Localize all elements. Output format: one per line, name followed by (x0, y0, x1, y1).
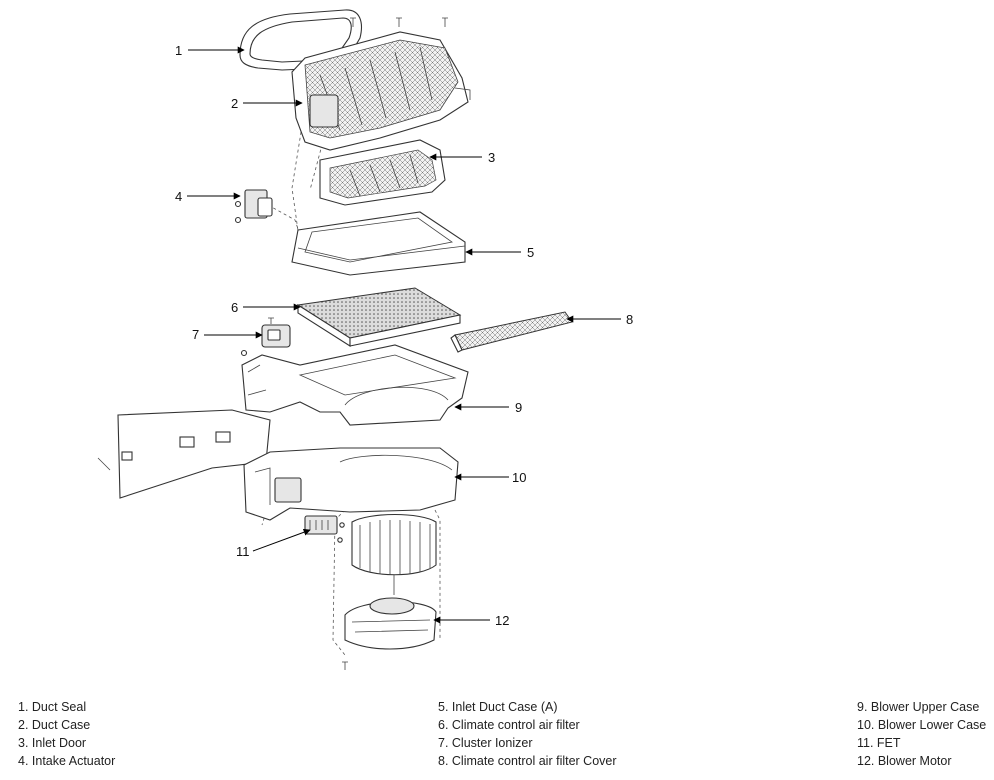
callout-12: 12 (495, 613, 509, 628)
inlet-door-part (319, 139, 446, 206)
callout-numbers: 1 2 3 4 5 6 7 8 9 10 11 12 (175, 43, 633, 628)
legend-item: 5. Inlet Duct Case (A) (438, 700, 558, 714)
screw-icon (350, 17, 448, 27)
callout-9: 9 (515, 400, 522, 415)
callout-4: 4 (175, 189, 182, 204)
legend-item: 9. Blower Upper Case (857, 700, 980, 714)
exploded-parts-diagram: 1 2 3 4 5 6 7 8 9 10 11 12 (97, 9, 633, 670)
cluster-ionizer-part (240, 317, 291, 357)
callout-1: 1 (175, 43, 182, 58)
callout-7: 7 (192, 327, 199, 342)
legend-item: 4. Intake Actuator (18, 754, 116, 768)
blower-lower-case-part (243, 447, 459, 521)
duct-panel-part (97, 409, 271, 499)
legend-column-3: 9. Blower Upper Case 10. Blower Lower Ca… (857, 698, 986, 770)
callout-3: 3 (488, 150, 495, 165)
legend-item: 11. FET (857, 736, 901, 750)
callout-11: 11 (236, 544, 250, 559)
legend-column-1: 1. Duct Seal 2. Duct Case 3. Inlet Door … (18, 698, 115, 770)
legend-item: 10. Blower Lower Case (857, 718, 987, 732)
legend-column-2: 5. Inlet Duct Case (A) 6. Climate contro… (438, 698, 617, 770)
legend-item: 6. Climate control air filter (438, 718, 580, 732)
legend-item: 2. Duct Case (18, 718, 91, 732)
callout-6: 6 (231, 300, 238, 315)
legend-item: 7. Cluster Ionizer (438, 736, 533, 750)
intake-actuator-part (234, 189, 273, 224)
legend-item: 8. Climate control air filter Cover (438, 754, 617, 768)
callout-8: 8 (626, 312, 633, 327)
air-filter-cover-part (450, 311, 573, 353)
legend-item: 3. Inlet Door (18, 736, 87, 750)
callout-10: 10 (512, 470, 526, 485)
fet-part (304, 515, 345, 543)
inlet-duct-case-part (291, 211, 466, 276)
air-filter-part (296, 287, 462, 348)
callout-2: 2 (231, 96, 238, 111)
legend-item: 12. Blower Motor (857, 754, 952, 768)
blower-motor-part (342, 513, 437, 670)
legend-item: 1. Duct Seal (18, 700, 87, 714)
callout-5: 5 (527, 245, 534, 260)
duct-case-part (291, 31, 471, 151)
callout-leaders (187, 46, 621, 624)
blower-upper-case-part (241, 344, 469, 426)
